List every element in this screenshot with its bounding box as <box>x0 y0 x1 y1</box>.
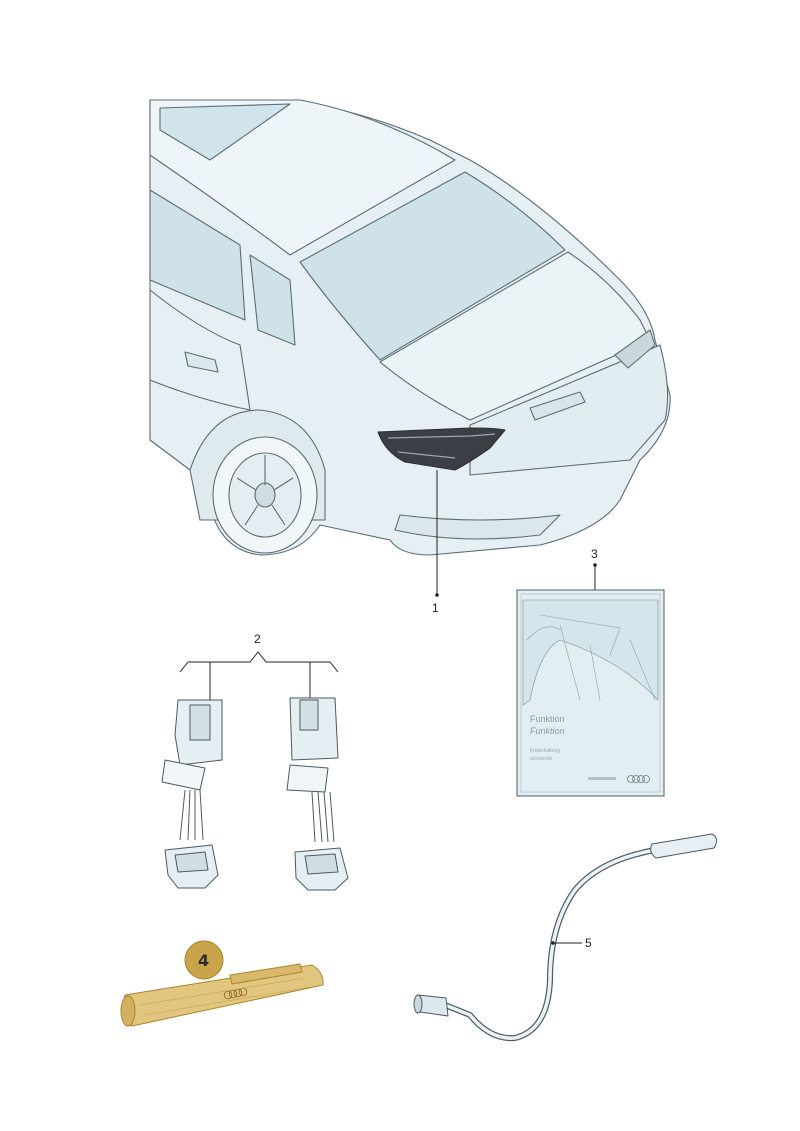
car-side-window-quarter <box>249 254 296 346</box>
adapter-right-socket-detail <box>304 853 339 875</box>
booklet-cover-inner <box>520 593 661 793</box>
booklet-line-1: Freischaltung <box>530 748 560 754</box>
callout-2[interactable]: 2 <box>179 632 339 705</box>
callout-label-2: 2 <box>254 632 261 646</box>
highlighted-part-4 <box>120 963 324 1027</box>
booklet-footer-text <box>588 777 616 780</box>
adapter-left-wires <box>179 789 204 841</box>
wiring-adapter-left <box>161 699 223 889</box>
booklet-line-2: activación <box>530 756 552 762</box>
adapter-right-connector-detail <box>299 699 319 731</box>
cable-5-plug <box>417 994 449 1017</box>
cable-5-tip <box>650 833 718 859</box>
callout-4[interactable]: 4 <box>184 940 224 980</box>
car-diffuser <box>394 514 561 540</box>
car-taillight-right <box>614 329 656 369</box>
car-door-handle <box>184 351 219 373</box>
car-rear-window <box>299 171 566 361</box>
car-taillight-strip <box>387 433 496 459</box>
booklet-illustration <box>522 599 659 706</box>
car-sunroof <box>159 103 291 161</box>
cable-part-5 <box>413 833 718 1042</box>
leader-dot-5 <box>551 941 555 945</box>
car-wheel <box>212 436 318 554</box>
booklet-subtitle: Funktion <box>530 726 565 736</box>
wiring-adapter-right <box>286 697 349 891</box>
highlight-badge <box>184 940 224 980</box>
callout-label-1: 1 <box>432 601 439 615</box>
part-4-body <box>123 964 324 1027</box>
callout-5[interactable]: 5 <box>551 936 592 950</box>
adapter-right-tape <box>286 764 329 793</box>
cable-5-wire-inner <box>438 848 657 1040</box>
callout-label-5: 5 <box>585 936 592 950</box>
car-plate-recess <box>529 391 586 421</box>
car-illustration <box>149 99 671 556</box>
four-rings-logo <box>627 775 650 783</box>
booklet-illustration-lines <box>526 614 656 701</box>
part-4-texture <box>139 977 311 1016</box>
part-4-clip <box>229 963 303 985</box>
cable-5-plug-end <box>413 994 423 1014</box>
manual-booklet: Funktion Funktion Freischaltung activaci… <box>516 589 665 797</box>
booklet-title: Funktion <box>530 714 565 724</box>
callout-label-4: 4 <box>198 951 209 970</box>
car-door-line <box>149 289 251 411</box>
car-taillight <box>377 427 506 471</box>
car-side-window-rear <box>149 189 246 321</box>
leader-dot-1 <box>435 593 439 597</box>
adapter-left-socket-detail <box>174 851 209 873</box>
callout-1[interactable]: 1 <box>432 470 439 615</box>
callout-label-3: 3 <box>591 547 598 561</box>
adapter-right-wires <box>311 791 335 843</box>
adapter-left-tape <box>161 759 206 791</box>
leader-dot-3 <box>593 563 597 567</box>
bracket-2 <box>179 651 339 673</box>
part-4-end-cap <box>120 995 136 1027</box>
car-bumper <box>469 344 669 476</box>
callout-3[interactable]: 3 <box>591 547 598 590</box>
cable-5-wire <box>437 847 658 1042</box>
adapter-left-connector-detail <box>189 704 211 741</box>
